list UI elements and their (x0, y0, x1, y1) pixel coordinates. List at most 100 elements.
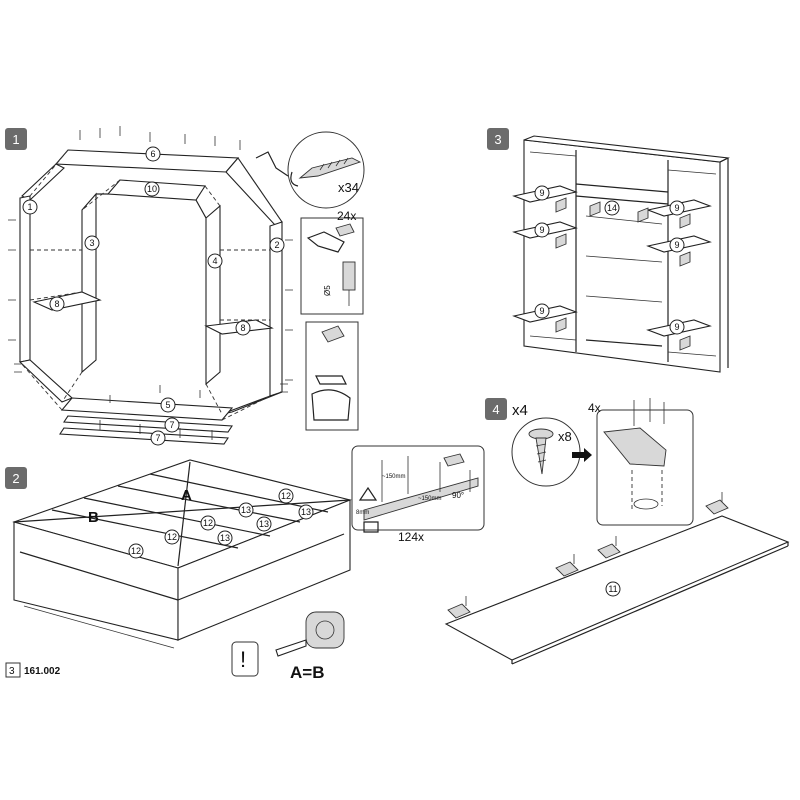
strips-13 (51, 473, 329, 549)
part-label-11: 11 (608, 584, 617, 594)
plinth-7-b (59, 427, 229, 445)
hammer-icon-3 (443, 453, 465, 467)
step-3-number: 3 (494, 132, 501, 147)
part-label-13-a: 13 (241, 505, 251, 515)
panel-1 (19, 195, 31, 363)
label-a: A (181, 487, 192, 504)
inner-edge-tr (195, 199, 207, 219)
carcass-divider (19, 551, 179, 601)
part-label-4: 4 (212, 256, 217, 266)
part-label-12-d: 12 (131, 546, 141, 556)
measure-line-a (177, 461, 191, 567)
assembly-guides-inner (61, 179, 223, 415)
part-label-13-d: 13 (220, 533, 230, 543)
nail-count: 124x (398, 530, 424, 544)
wardrobe-top-edge (719, 157, 729, 163)
carcass-base (23, 605, 175, 649)
corner-bottom-right (221, 391, 283, 415)
part-label-9-3: 9 (539, 306, 544, 316)
middle-line-3 (585, 295, 663, 303)
assembly-guides-outer (19, 149, 283, 421)
part-label-12-a: 12 (281, 491, 291, 501)
screw-shaft-icon (535, 437, 547, 475)
step-4: 4 x4 x8 4x 11 (444, 398, 790, 665)
model-code: 161.002 (24, 666, 61, 677)
part-label-7-b: 7 (155, 433, 160, 443)
part-label-9-2: 9 (539, 225, 544, 235)
middle-line-2 (585, 255, 663, 263)
nail-detail: ~150mm ~150mm 90° 8mm 124x (351, 445, 485, 544)
attention-box (231, 641, 259, 677)
screw-head-icon (528, 428, 554, 440)
wardrobe-frame (523, 139, 721, 373)
part-label-12-b: 12 (203, 518, 213, 528)
part-label-13-b: 13 (301, 507, 311, 517)
part-label-13-c: 13 (259, 519, 269, 529)
part-label-8-right: 8 (240, 323, 245, 333)
angle-label: 90° (452, 491, 464, 500)
part-label-9-6: 9 (674, 322, 679, 332)
part-label-9-1: 9 (539, 188, 544, 198)
hinge-detail-box (596, 409, 694, 526)
step-4-multiplier: x4 (512, 402, 528, 419)
step-2: 2 A B 12 12 12 12 13 13 13 13 ~150mm ~15 (5, 445, 485, 682)
door-edge-3 (511, 545, 789, 665)
depth-block-icon (363, 521, 379, 533)
step-1-badge (5, 128, 27, 150)
dowel-icon (342, 261, 356, 291)
step-1: 1 (5, 126, 365, 446)
gap-1: ~150mm (382, 474, 406, 480)
carcass-divider-side (177, 533, 345, 601)
assembly-guides-shelves (29, 249, 270, 321)
right-base (667, 351, 717, 357)
hanging-rail (575, 195, 669, 205)
dowel-size: Ø5 (323, 285, 332, 296)
panel-4 (205, 204, 221, 386)
screw-thread (319, 157, 349, 171)
fastener-marks-step-1 (8, 126, 293, 440)
cam-housing-icon (311, 389, 351, 421)
dowel-count: 24x (337, 209, 356, 223)
cam-detail (305, 321, 359, 431)
step-3-badge (487, 128, 509, 150)
step-3: 3 (487, 128, 730, 373)
panel-3 (81, 192, 97, 374)
middle-line-1 (585, 215, 663, 225)
part-label-14: 14 (607, 203, 617, 213)
page-number-box (5, 662, 21, 678)
depth-label: 8mm (356, 510, 369, 516)
hammer-icon (335, 223, 355, 237)
shelf-support-pins (555, 197, 691, 351)
carcass-side (177, 499, 351, 641)
part-label-8-left: 8 (54, 299, 59, 309)
hinge-guides (631, 470, 663, 510)
part-label-1: 1 (27, 202, 32, 212)
page-number: 3 (9, 666, 15, 677)
part-label-9-5: 9 (674, 240, 679, 250)
screwdriver-icon (255, 151, 289, 177)
gap-2: ~150mm (418, 496, 442, 502)
screw-count: x34 (338, 180, 359, 195)
measure-line-b (13, 499, 351, 523)
part-label-7-a: 7 (169, 420, 174, 430)
step-2-badge (5, 467, 27, 489)
left-base (529, 335, 577, 341)
hinge-count: 4x (588, 401, 601, 415)
cam-insert-icon (315, 375, 347, 385)
top-shelf-middle (575, 183, 669, 193)
middle-base (585, 339, 663, 347)
arrow-right-icon (572, 448, 592, 462)
footer: 3 161.002 (5, 662, 61, 678)
part-label-5: 5 (165, 400, 170, 410)
inner-top-right (667, 169, 717, 175)
part-label-9-4: 9 (674, 203, 679, 213)
step-2-number: 2 (12, 471, 19, 486)
screw-thread-2 (535, 443, 547, 463)
door-hinges (447, 499, 729, 619)
corner-top-right (225, 157, 283, 226)
attention-icon: ! (240, 647, 246, 672)
label-b: B (88, 509, 99, 526)
corner-bottom-left (18, 359, 74, 403)
